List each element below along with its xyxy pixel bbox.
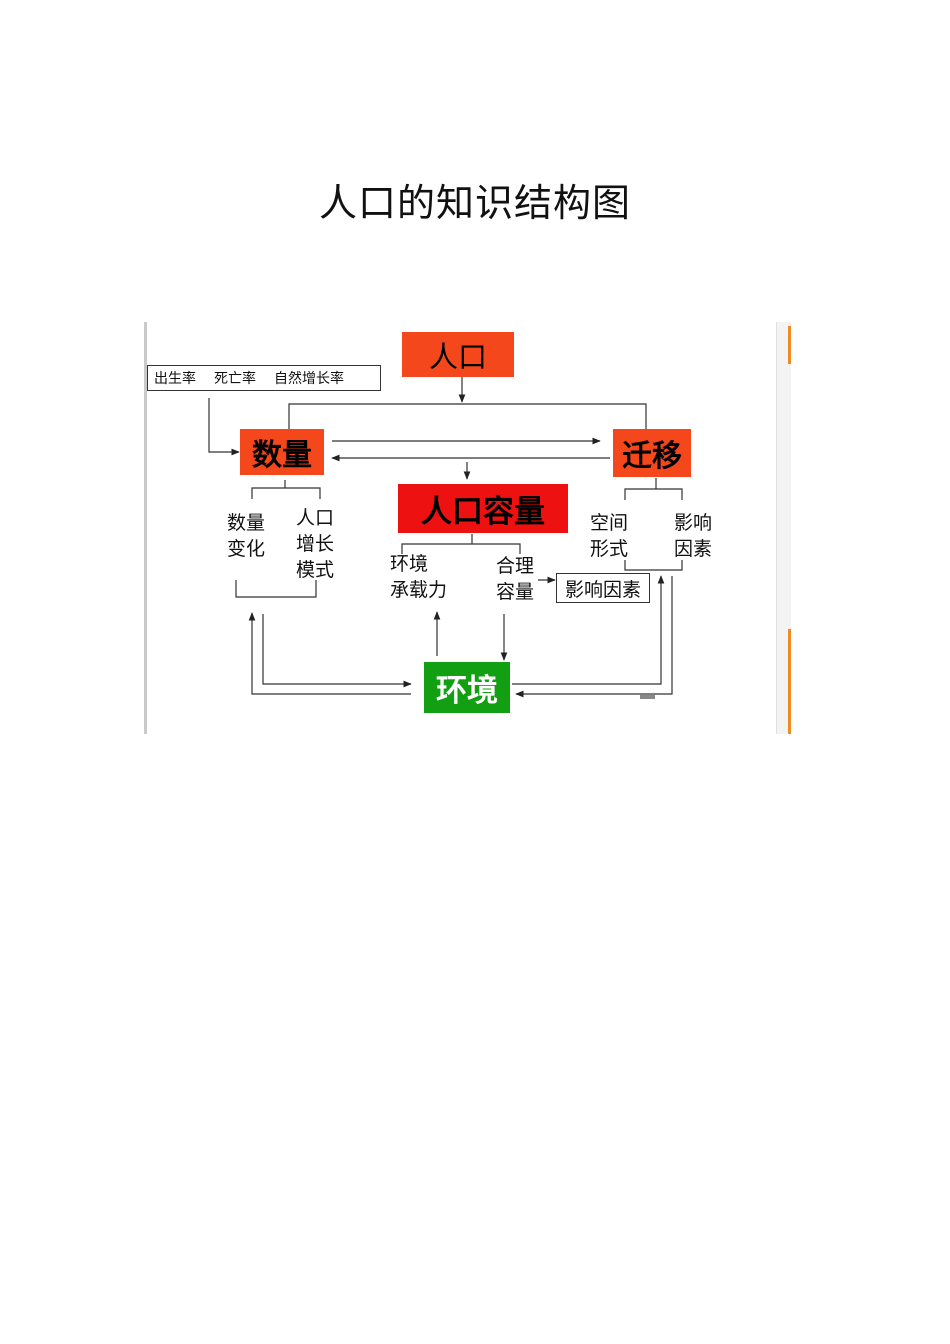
label-spatial-form: 空间 形式: [590, 510, 628, 562]
line-environment-to-quantity: [248, 612, 411, 695]
line-migration-to-environment: [515, 576, 673, 698]
bracket-migration-top: [624, 488, 683, 500]
label-quantity-change-line2: 变化: [227, 538, 266, 560]
label-carrying-line1: 环境: [390, 553, 429, 575]
node-environment: 环境: [424, 662, 510, 713]
figure-left-edge: [144, 322, 147, 734]
bracket-quantity-bottom: [235, 580, 317, 598]
node-quantity: 数量: [240, 429, 324, 475]
node-capacity: 人口容量: [398, 484, 568, 533]
rates-box: 出生率 死亡率 自然增长率: [147, 365, 381, 391]
label-reasonable-capacity: 合理 容量: [496, 553, 534, 605]
bracket-migration-bottom: [624, 560, 683, 571]
label-carrying-line2: 承载力: [390, 579, 448, 601]
label-growth-mode-line3: 模式: [296, 559, 335, 581]
line-population-bus: [288, 403, 647, 429]
label-growth-mode: 人口 增长 模式: [296, 505, 334, 583]
node-population: 人口: [402, 332, 514, 377]
label-spatial-form-line1: 空间: [590, 512, 629, 534]
bracket-quantity-top: [251, 487, 321, 499]
bracket-capacity-top: [401, 543, 521, 554]
scroll-marker: [640, 695, 655, 699]
label-migration-factors-line2: 因素: [674, 538, 713, 560]
label-migration-factors: 影响 因素: [674, 510, 712, 562]
line-rates-to-quantity: [208, 398, 240, 456]
line-quantity-to-environment: [262, 614, 412, 688]
natural-growth-rate-label: 自然增长率: [274, 371, 344, 387]
label-quantity-change-line1: 数量: [227, 512, 266, 534]
connector-lines: [208, 377, 683, 699]
birth-rate-label: 出生率: [154, 371, 196, 387]
page-title: 人口的知识结构图: [318, 181, 631, 225]
label-spatial-form-line2: 形式: [590, 538, 629, 560]
figure-right-scrollbar: [776, 322, 791, 734]
label-carrying-capacity: 环境 承载力: [390, 551, 447, 603]
node-migration: 迁移: [613, 429, 691, 477]
death-rate-label: 死亡率: [214, 371, 256, 387]
scrollbar-accent-bottom: [788, 629, 791, 734]
label-growth-mode-line2: 增长: [296, 533, 335, 555]
label-migration-factors-line1: 影响: [674, 512, 713, 534]
line-environment-to-migration: [512, 575, 665, 685]
label-quantity-change: 数量 变化: [227, 510, 265, 562]
scrollbar-accent-top: [788, 326, 791, 364]
capacity-factors-box: 影响因素: [556, 573, 650, 603]
label-reasonable-line2: 容量: [496, 581, 535, 603]
knowledge-structure-diagram: 人口 出生率 死亡率 自然增长率 数量 迁移 人口容量 环境 数量 变化 人口 …: [144, 322, 791, 734]
label-growth-mode-line1: 人口: [296, 507, 335, 529]
label-reasonable-line1: 合理: [496, 555, 535, 577]
